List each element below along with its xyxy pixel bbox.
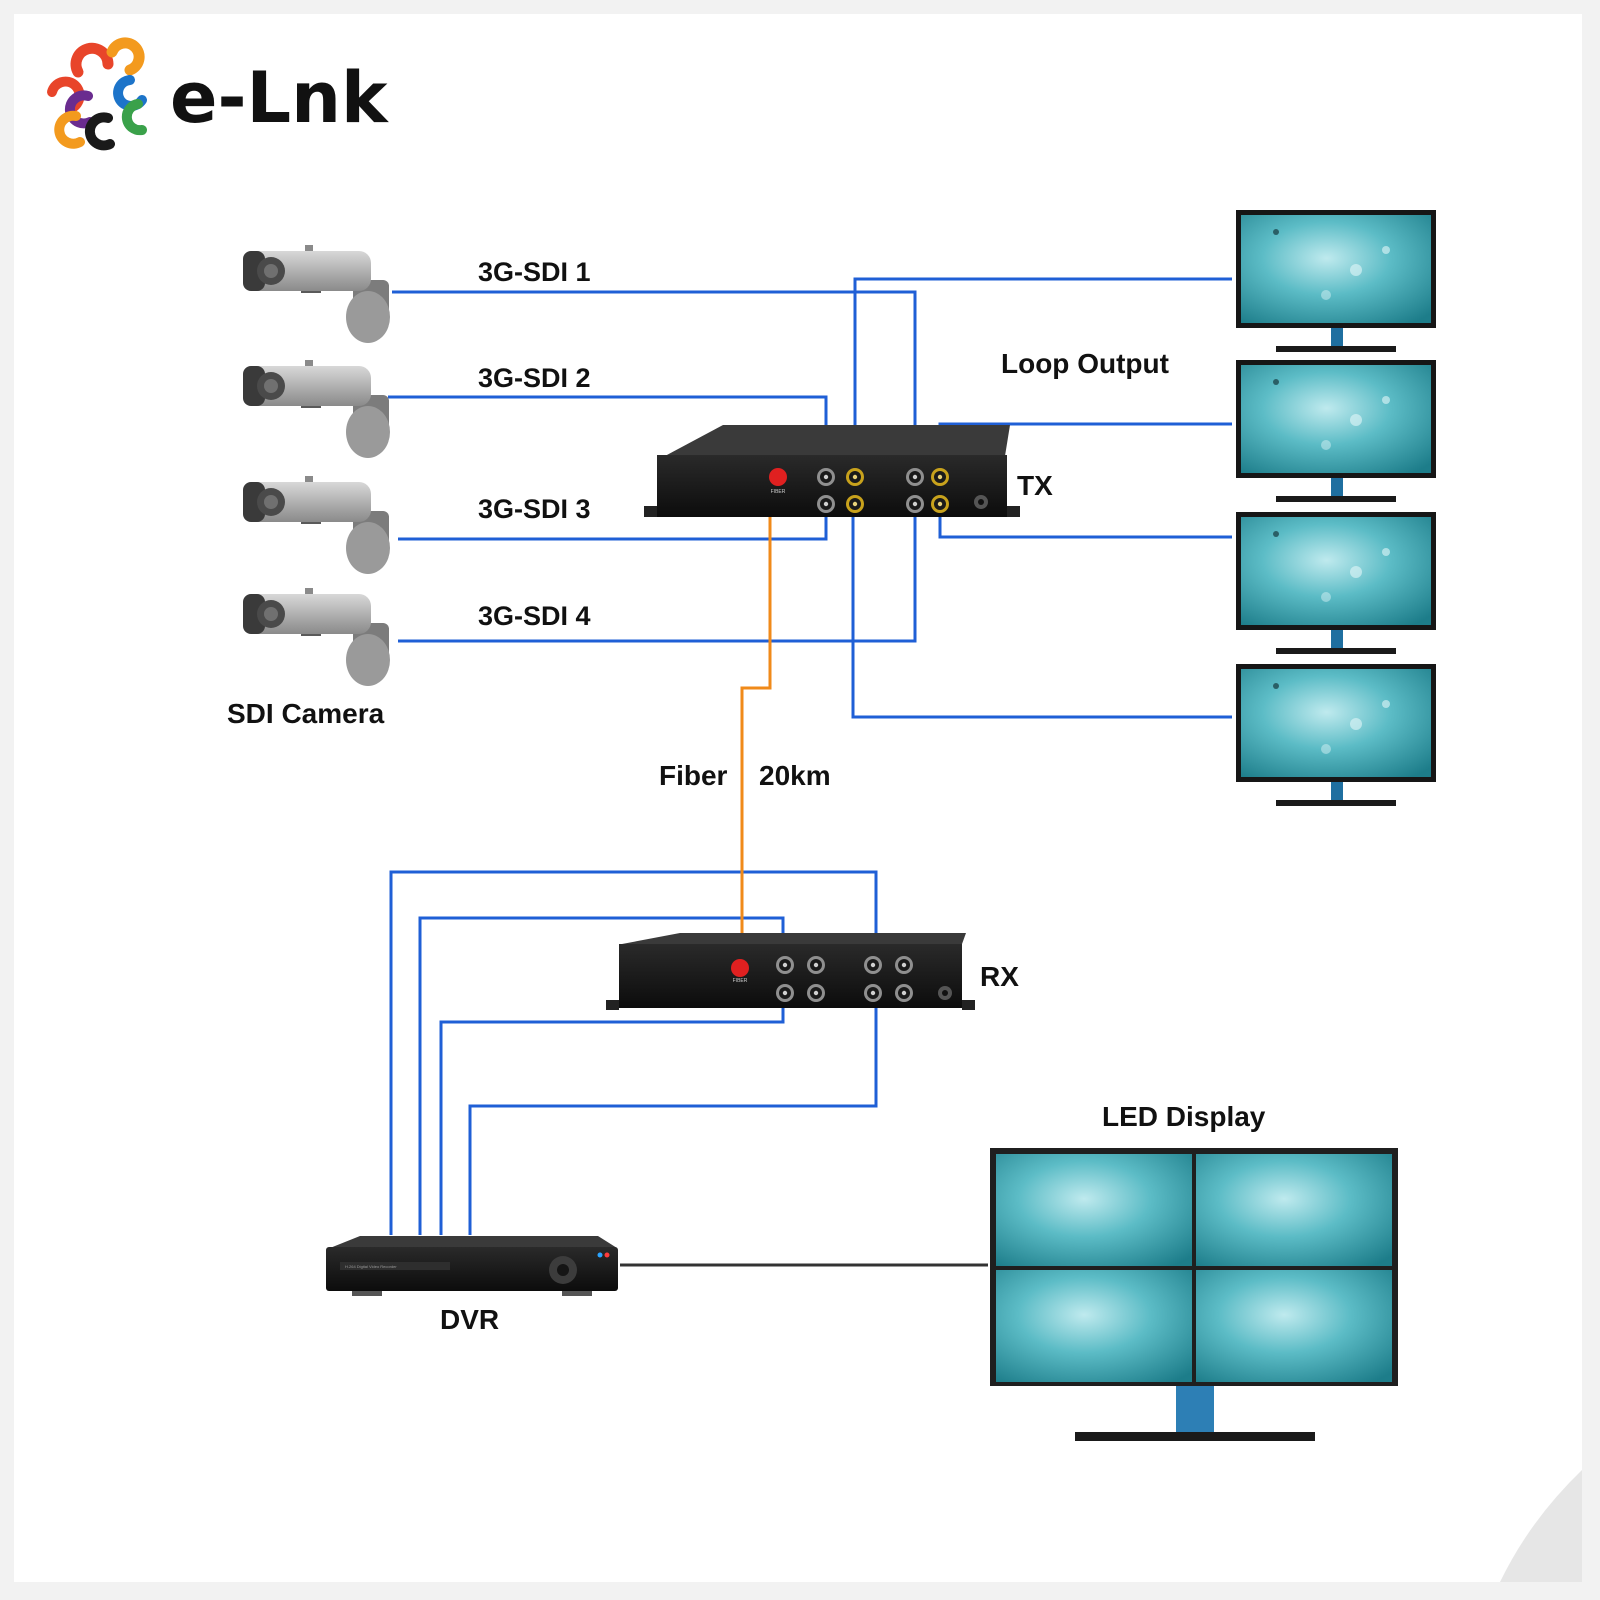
label-rx: RX — [980, 961, 1019, 992]
tx-loop-out-2 — [846, 495, 864, 513]
brand-logo: e-Lnk — [47, 37, 389, 151]
led-tile-4 — [1196, 1270, 1392, 1382]
label-fiber: Fiber — [659, 760, 728, 791]
label-loop-output: Loop Output — [1001, 348, 1169, 379]
tx-fiber-port-label: FIBER — [771, 489, 786, 495]
rx-loop-3 — [895, 956, 913, 974]
rx-dvr-cable-4 — [468, 1005, 878, 1235]
tx-sdi-in-3 — [906, 468, 924, 486]
led-tile-1 — [996, 1154, 1192, 1266]
rx-device: FIBER — [606, 933, 975, 1010]
led-tile-3 — [996, 1270, 1192, 1382]
label-3g-sdi-3: 3G-SDI 3 — [478, 494, 591, 524]
rx-fiber-port-label: FIBER — [733, 978, 748, 984]
tx-device: FIBER — [644, 425, 1020, 517]
brand-name: e-Lnk — [170, 57, 389, 139]
tx-sdi-in-1 — [817, 468, 835, 486]
loop-cable-4 — [851, 502, 1232, 719]
tx-loop-out-4 — [931, 495, 949, 513]
tx-fiber-port — [769, 468, 787, 486]
led-tile-2 — [1196, 1154, 1392, 1266]
tx-sdi-in-4 — [906, 495, 924, 513]
rx-fiber-port — [731, 959, 749, 977]
label-led-display: LED Display — [1102, 1101, 1266, 1132]
label-tx: TX — [1017, 470, 1053, 501]
fiber-cable — [740, 478, 772, 962]
label-3g-sdi-1: 3G-SDI 1 — [478, 257, 591, 287]
tx-sdi-in-2 — [817, 495, 835, 513]
label-fiber-distance: 20km — [759, 760, 831, 791]
label-sdi-camera: SDI Camera — [227, 698, 385, 729]
rx-loop-2 — [807, 984, 825, 1002]
rx-sdi-out-3 — [864, 956, 882, 974]
label-3g-sdi-4: 3G-SDI 4 — [478, 601, 591, 631]
sdi-cable-1 — [392, 290, 917, 470]
loop-cable-1 — [853, 277, 1232, 470]
label-3g-sdi-2: 3G-SDI 2 — [478, 363, 591, 393]
sdi-cables — [388, 277, 1232, 1235]
rx-loop-1 — [807, 956, 825, 974]
rx-sdi-out-1 — [776, 956, 794, 974]
dvr-model-text: H.264 Digital Video Recorder — [345, 1264, 397, 1269]
led-display — [990, 1148, 1398, 1441]
tx-loop-out-1 — [846, 468, 864, 486]
rx-sdi-out-4 — [864, 984, 882, 1002]
sdi-cable-4 — [398, 502, 917, 643]
dvr-device: H.264 Digital Video Recorder — [326, 1236, 618, 1296]
page-curl — [1500, 1470, 1582, 1582]
label-dvr: DVR — [440, 1304, 499, 1335]
rx-dvr-cable-3 — [439, 1005, 785, 1235]
rx-sdi-out-2 — [776, 984, 794, 1002]
logo-mark — [47, 37, 147, 151]
rx-dvr-cable-1 — [389, 870, 878, 1235]
rx-loop-4 — [895, 984, 913, 1002]
tx-loop-out-3 — [931, 468, 949, 486]
